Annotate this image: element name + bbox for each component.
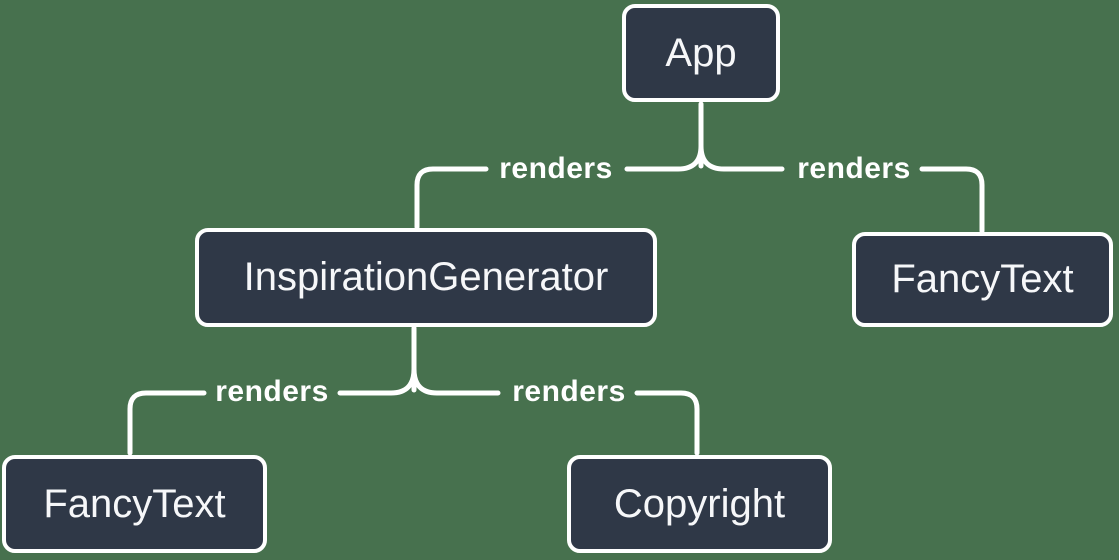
edge-label-app-fancytext: renders bbox=[797, 152, 911, 185]
edge-inspirationgenerator-copyright-line-a bbox=[411, 366, 501, 396]
edge-app-inspirationgenerator-line-b bbox=[414, 166, 489, 230]
node-fancy-text-top-right-label: FancyText bbox=[891, 257, 1074, 301]
edge-inspirationgenerator-fancytext-line-a bbox=[337, 366, 417, 396]
edge-label-app-inspirationgenerator: renders bbox=[499, 152, 613, 185]
edge-label-inspirationgenerator-copyright: renders bbox=[512, 375, 626, 408]
edge-inspirationgenerator-copyright-line-b bbox=[634, 390, 700, 456]
node-fancy-text-bottom-left-label: FancyText bbox=[43, 481, 226, 526]
edge-inspirationgenerator-fancytext-line-b bbox=[127, 390, 207, 456]
node-fancy-text-bottom-left: FancyText bbox=[2, 455, 267, 553]
node-copyright-label: Copyright bbox=[613, 481, 786, 526]
edge-app-fancytext-line-a bbox=[698, 143, 785, 172]
node-copyright: Copyright bbox=[567, 455, 832, 553]
edge-app-fancytext-line-b bbox=[919, 166, 985, 234]
node-inspiration-generator-label: InspirationGenerator bbox=[243, 255, 609, 299]
node-inspiration-generator: InspirationGenerator bbox=[195, 228, 657, 327]
node-fancy-text-top-right: FancyText bbox=[852, 232, 1113, 327]
node-app: App bbox=[622, 4, 780, 102]
edge-app-inspirationgenerator-line-a bbox=[624, 143, 704, 172]
edge-label-inspirationgenerator-fancytext: renders bbox=[215, 375, 329, 408]
node-app-label: App bbox=[665, 30, 737, 75]
